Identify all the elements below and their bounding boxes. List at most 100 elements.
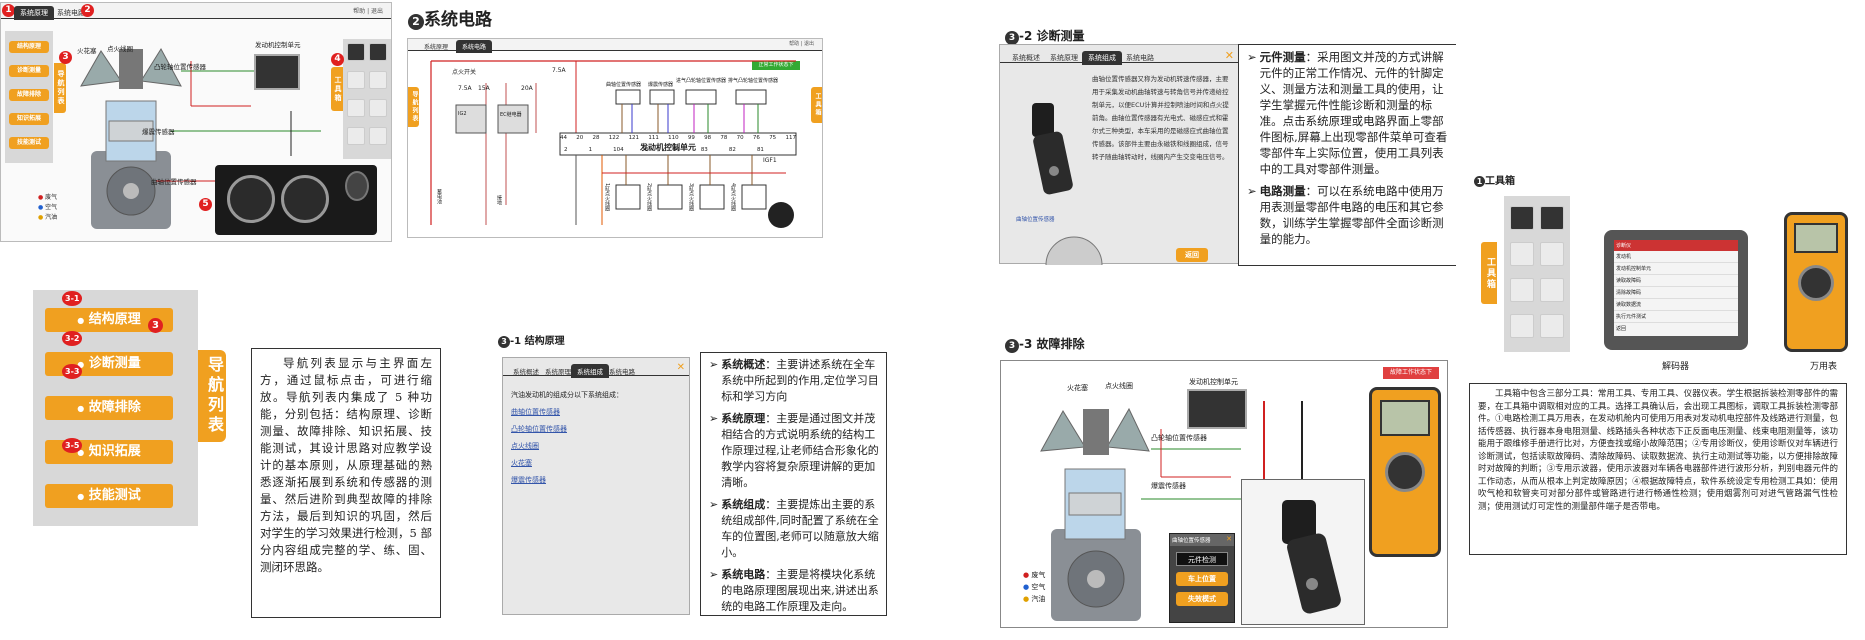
clamp-tool-icon[interactable] xyxy=(1510,278,1534,302)
nav-item[interactable]: 诊断测量 xyxy=(9,65,49,77)
component-link[interactable]: 爆震传感器 xyxy=(511,476,546,484)
tab[interactable]: 系统原理 xyxy=(545,368,571,376)
nav-list-tab[interactable]: 导航列表 xyxy=(408,87,419,127)
gun-tool-icon[interactable] xyxy=(369,71,387,89)
status-badge: 故障工作状态下 xyxy=(1383,367,1439,379)
decoder-menu-item[interactable]: 读取数据流 xyxy=(1614,299,1738,311)
nav-list-tab[interactable]: 导航列表 xyxy=(198,350,226,442)
lamp-tool-icon[interactable] xyxy=(1540,278,1564,302)
item-desc: ：采用图文并茂的方式讲解元件的正常工作情况、元件的针脚定义、测量方法和测量工具的… xyxy=(1259,50,1448,176)
nav-item[interactable]: 技能测试 xyxy=(9,137,49,149)
test-probes[interactable] xyxy=(1263,401,1303,521)
nav-list-large: ● 结构原理 ● 诊断测量 ● 故障排除 ● 知识拓展 ● 技能测试 xyxy=(33,290,198,526)
tab[interactable]: 系统电路 xyxy=(609,368,635,376)
wrench-tool-icon[interactable] xyxy=(1510,242,1534,266)
key-tool-icon[interactable] xyxy=(1540,314,1564,338)
legend: ● 废气 ● 空气 ● 汽油 xyxy=(38,194,58,221)
component-link[interactable]: 点火线圈 xyxy=(511,442,539,450)
coil-label: 4缸点火线圈 xyxy=(730,183,736,212)
nav-item[interactable]: 故障排除 xyxy=(9,89,49,101)
multimeter-device[interactable] xyxy=(1784,212,1848,352)
return-button[interactable]: 返回 xyxy=(1176,248,1208,262)
item-desc: ：主要提炼出主要的系统组成部件,同时配置了系统在全车的位置图,老师可以随意放大缩… xyxy=(721,498,879,559)
decoder-menu-item[interactable]: 读取故障码 xyxy=(1614,275,1738,287)
component-link[interactable]: 曲轴位置传感器 xyxy=(511,408,560,416)
decoder-menu-item[interactable]: 发动机控制单元 xyxy=(1614,263,1738,275)
igf-label: IGF1 xyxy=(763,157,777,164)
top-menu[interactable]: 帮助 | 退出 xyxy=(789,41,814,47)
bullet-arrow-icon: ➢ xyxy=(709,498,719,511)
tab-system-circuit[interactable]: 系统电路 xyxy=(57,9,85,17)
nav-item[interactable]: 结构原理 xyxy=(9,41,49,53)
decoder-device[interactable]: 诊断仪 发动机 发动机控制单元 读取故障码 清除故障码 读取数据流 执行元件测试… xyxy=(1604,230,1748,350)
sensor-label: 进气凸轮轴位置传感器 xyxy=(676,78,727,84)
popup-item-failure[interactable]: 失效模式 xyxy=(1176,592,1228,606)
engine-diagram xyxy=(1040,407,1241,621)
nav-item-skill-test[interactable]: ● 技能测试 xyxy=(45,484,173,508)
multimeter-dial[interactable] xyxy=(1385,452,1425,492)
section-number: 2 xyxy=(408,14,424,30)
multimeter-tool-icon[interactable] xyxy=(1540,206,1564,230)
wrench-tool-icon[interactable] xyxy=(347,71,365,89)
panel-troubleshoot: 故障工作状态下 发动机控制单元 火花塞 点火线圈 凸轮轴位置传感器 爆震传感器 … xyxy=(1000,360,1448,628)
section-title: -2 诊断测量 xyxy=(1019,29,1085,43)
nav-list-tab[interactable]: 导航列表 xyxy=(54,63,66,113)
item-desc: ：主要讲述系统在全车系统中所起到的作用,定位学习目标和学习方向 xyxy=(721,358,879,403)
tab-system-circuit[interactable]: 系统电路 xyxy=(456,40,493,53)
component-link[interactable]: 火花塞 xyxy=(511,459,532,467)
multimeter-tool-icon[interactable] xyxy=(369,43,387,61)
decoder-tool-icon[interactable] xyxy=(347,43,365,61)
tab[interactable]: 系统电路 xyxy=(1126,54,1154,62)
decoder-menu-item[interactable]: 执行元件测试 xyxy=(1614,311,1738,323)
gauge-tool-icon[interactable] xyxy=(1510,314,1534,338)
marker-5: 5 xyxy=(199,198,212,211)
decoder-menu-item[interactable]: 发动机 xyxy=(1614,251,1738,263)
popup-item-location[interactable]: 车上位置 xyxy=(1176,572,1228,586)
measurement-description: ➢ 元件测量：采用图文并茂的方式讲解元件的正常工作情况、元件的针脚定义、测量方法… xyxy=(1238,44,1456,266)
bullet-arrow-icon: ➢ xyxy=(1247,50,1257,64)
decoder-menu-item[interactable]: 返回 xyxy=(1616,326,1627,332)
coil-label: 2缸点火线圈 xyxy=(646,183,652,212)
tab-system-principle[interactable]: 系统原理 xyxy=(424,44,449,51)
popup-close-icon[interactable]: ✕ xyxy=(1226,535,1232,543)
marker-3-1: 3-1 xyxy=(62,291,83,306)
bullet-arrow-icon: ➢ xyxy=(709,568,719,581)
tab[interactable]: 系统原理 xyxy=(1050,54,1078,62)
toolbox-tab[interactable]: 工具箱 xyxy=(331,67,343,111)
decoder-tool-icon[interactable] xyxy=(1510,206,1534,230)
nav-item[interactable]: 知识拓展 xyxy=(9,113,49,125)
component-link[interactable]: 凸轮轴位置传感器 xyxy=(511,425,567,433)
gauge-tool-icon[interactable] xyxy=(347,127,365,145)
multimeter-device[interactable] xyxy=(1369,387,1441,557)
toolbox-tab[interactable]: 工具箱 xyxy=(1481,242,1497,304)
ignition-key[interactable] xyxy=(345,171,369,201)
tab[interactable]: 系统概述 xyxy=(513,368,539,376)
pin: 78 xyxy=(720,135,728,141)
lamp-tool-icon[interactable] xyxy=(369,99,387,117)
tab-system-principle[interactable]: 系统原理 xyxy=(14,6,54,20)
bullet-item: ➢ 系统概述：主要讲述系统在全车系统中所起到的作用,定位学习目标和学习方向 xyxy=(709,357,880,405)
nav-item-troubleshoot[interactable]: ● 故障排除 xyxy=(45,396,173,420)
clamp-tool-icon[interactable] xyxy=(347,99,365,117)
bullet-item: ➢ 电路测量：可以在系统电路中使用万用表测量零部件电路的电压和其它参数，训练学生… xyxy=(1247,183,1450,247)
tab[interactable]: 系统组成 xyxy=(1082,51,1122,65)
close-icon[interactable]: ✕ xyxy=(1224,49,1234,62)
section-title: 工具箱 xyxy=(1485,176,1515,187)
toolbox-tab[interactable]: 工具箱 xyxy=(811,87,822,123)
tab[interactable]: 系统组成 xyxy=(571,364,609,378)
tab[interactable]: 系统概述 xyxy=(1012,54,1040,62)
ecu-box[interactable] xyxy=(254,54,300,90)
gun-tool-icon[interactable] xyxy=(1540,242,1564,266)
popup-item-inspect[interactable]: 元件检测 xyxy=(1176,552,1228,566)
multimeter-dial[interactable] xyxy=(1798,265,1834,301)
close-icon[interactable]: ✕ xyxy=(676,362,685,373)
legend-fuel: 汽油 xyxy=(45,214,58,221)
key-tool-icon[interactable] xyxy=(369,127,387,145)
panel-diagnosis: 系统概述 系统原理 系统组成 系统电路 ✕ 曲轴位置传感器又称为发动机转速传感器… xyxy=(999,44,1239,265)
coil-label: 1缸点火线圈 xyxy=(604,183,610,212)
top-menu[interactable]: 帮助 | 退出 xyxy=(353,8,383,15)
decoder-menu-item[interactable]: 清除故障码 xyxy=(1614,287,1738,299)
ecu-box[interactable] xyxy=(1187,389,1247,429)
section-title: -3 故障排除 xyxy=(1019,337,1085,351)
